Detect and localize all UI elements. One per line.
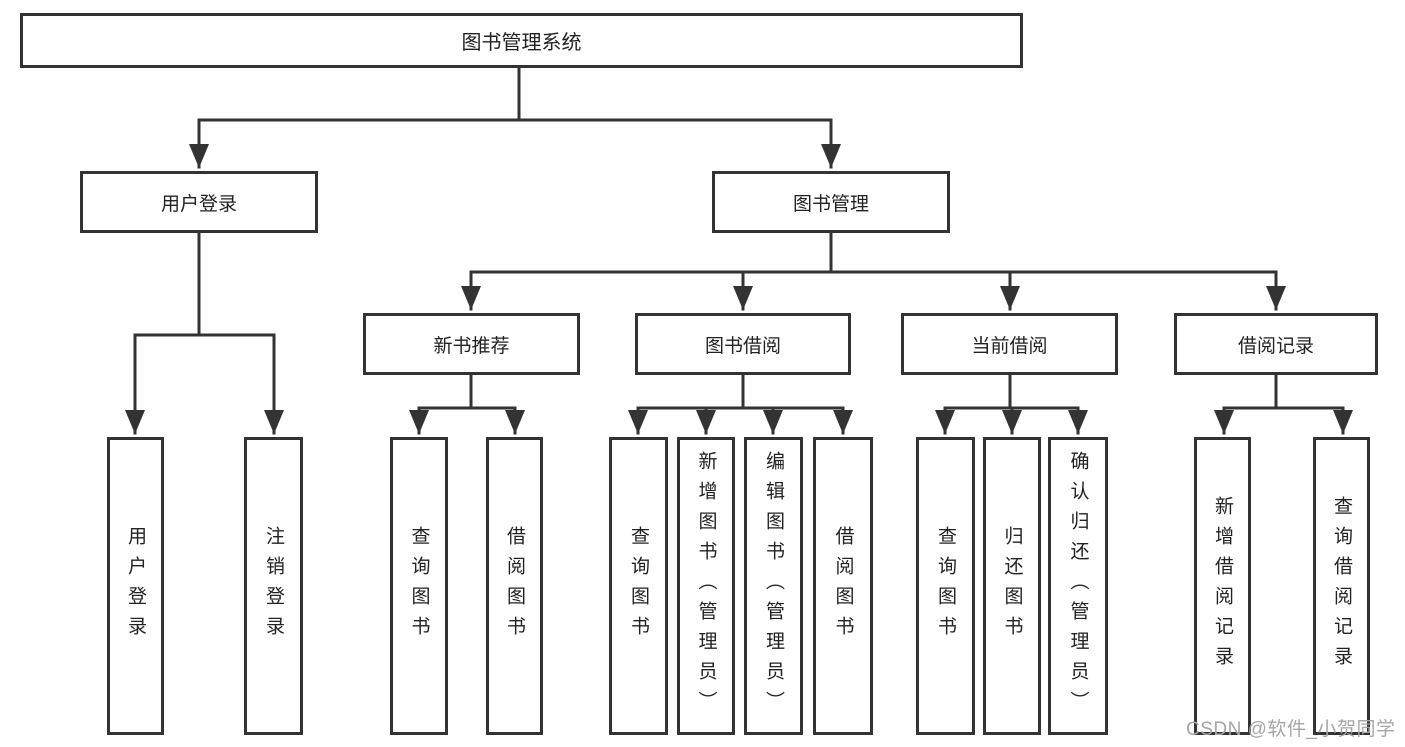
leaf-newbooks-query-label: 查询图书 <box>408 526 430 646</box>
leaf-current-return: 归还图书 <box>983 437 1041 735</box>
connector-book-mgmt-to-level3 <box>461 229 1286 311</box>
connector-borrow-records-to-leaves <box>1214 371 1353 435</box>
leaf-newbooks-query: 查询图书 <box>390 437 448 735</box>
connector-book-borrow-to-leaves <box>628 371 853 435</box>
leaf-current-return-label: 归还图书 <box>1001 526 1023 646</box>
node-current-borrow: 当前借阅 <box>901 313 1118 375</box>
node-user-login: 用户登录 <box>80 171 318 233</box>
leaf-current-confirm-admin-label: 确认归还（管理员） <box>1067 451 1089 721</box>
leaf-records-query: 查询借阅记录 <box>1313 437 1370 735</box>
leaf-borrow-query: 查询图书 <box>609 437 668 735</box>
connector-current-borrow-to-leaves <box>935 371 1088 435</box>
leaf-borrow-borrow-label: 借阅图书 <box>832 526 854 646</box>
leaf-borrow-edit-admin: 编辑图书（管理员） <box>744 437 803 735</box>
node-new-books: 新书推荐 <box>363 313 580 375</box>
node-root: 图书管理系统 <box>20 13 1023 68</box>
leaf-borrow-add-admin-label: 新增图书（管理员） <box>695 451 717 721</box>
leaf-borrow-borrow: 借阅图书 <box>813 437 873 735</box>
connector-new-books-to-leaves <box>409 371 525 435</box>
connector-user-login-to-leaves <box>125 229 284 435</box>
leaf-current-confirm-admin: 确认归还（管理员） <box>1048 437 1108 735</box>
leaf-records-query-label: 查询借阅记录 <box>1331 496 1352 676</box>
node-book-borrow-label: 图书借阅 <box>704 335 781 357</box>
connector-root-to-level2 <box>189 64 841 169</box>
node-book-mgmt: 图书管理 <box>712 171 950 233</box>
leaf-borrow-query-label: 查询图书 <box>628 526 649 646</box>
leaf-user-login: 用户登录 <box>107 437 164 735</box>
leaf-newbooks-borrow: 借阅图书 <box>486 437 543 735</box>
node-new-books-label: 新书推荐 <box>433 335 510 357</box>
node-book-mgmt-label: 图书管理 <box>792 193 869 215</box>
node-borrow-records-label: 借阅记录 <box>1237 335 1314 357</box>
node-current-borrow-label: 当前借阅 <box>971 335 1048 357</box>
node-borrow-records: 借阅记录 <box>1174 313 1378 375</box>
leaf-borrow-add-admin: 新增图书（管理员） <box>677 437 735 735</box>
leaf-logout: 注销登录 <box>244 437 303 735</box>
csdn-watermark: CSDN @软件_小贺同学 <box>1186 719 1396 740</box>
leaf-borrow-edit-admin-label: 编辑图书（管理员） <box>763 451 784 721</box>
leaf-records-add-label: 新增借阅记录 <box>1212 496 1233 676</box>
leaf-user-login-label: 用户登录 <box>125 526 146 646</box>
node-book-borrow: 图书借阅 <box>635 313 851 375</box>
node-root-label: 图书管理系统 <box>461 32 582 54</box>
leaf-newbooks-borrow-label: 借阅图书 <box>504 526 525 646</box>
leaf-logout-label: 注销登录 <box>263 526 284 646</box>
leaf-current-query-label: 查询图书 <box>935 526 956 646</box>
leaf-current-query: 查询图书 <box>916 437 975 735</box>
leaf-records-add: 新增借阅记录 <box>1194 437 1251 735</box>
node-user-login-label: 用户登录 <box>160 193 237 215</box>
